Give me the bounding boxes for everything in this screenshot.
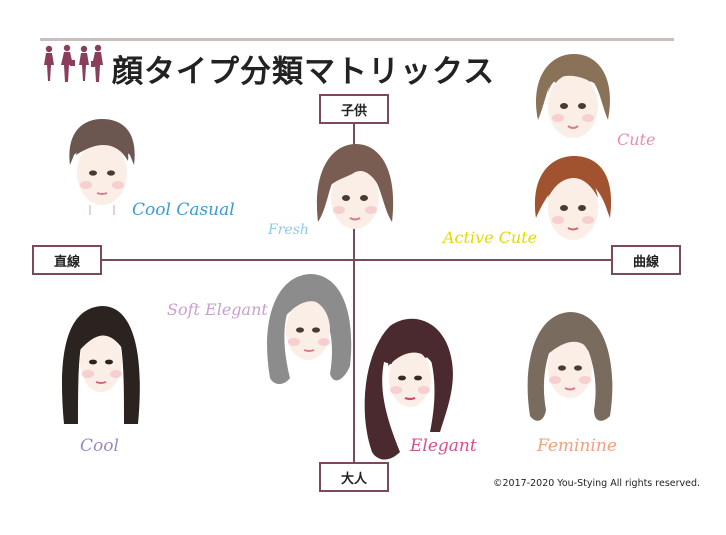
axis-label-left: 直線 (32, 245, 102, 275)
vertical-axis (353, 118, 355, 470)
type-label-cool: Cool (80, 436, 119, 456)
axis-label-top: 子供 (319, 94, 389, 124)
horizontal-axis (82, 259, 648, 261)
face-illustration-cool-casual (69, 119, 135, 215)
type-label-cool-casual: Cool Casual (132, 200, 235, 220)
axis-label-right: 曲線 (611, 245, 681, 275)
type-label-soft-elegant: Soft Elegant (167, 300, 268, 319)
page-title: 顔タイプ分類マトリックス (112, 54, 496, 90)
copyright-text: ©2017-2020 You-Stying All rights reserve… (493, 478, 701, 489)
face-illustration-soft-elegant (267, 274, 352, 384)
face-illustration-cool (61, 306, 140, 424)
type-label-cute: Cute (617, 130, 656, 149)
type-label-active-cute: Active Cute (443, 228, 538, 247)
women-silhouette-icon (44, 44, 103, 82)
face-illustration-cute (536, 54, 611, 138)
face-illustration-elegant (364, 318, 453, 460)
type-label-fresh: Fresh (268, 222, 309, 238)
face-illustration-fresh (316, 144, 394, 229)
face-illustration-feminine (527, 312, 613, 421)
type-label-elegant: Elegant (410, 436, 477, 456)
header-divider (40, 38, 674, 41)
type-label-feminine: Feminine (537, 436, 617, 456)
face-illustration-active-cute (534, 156, 612, 240)
axis-label-bottom: 大人 (319, 462, 389, 492)
